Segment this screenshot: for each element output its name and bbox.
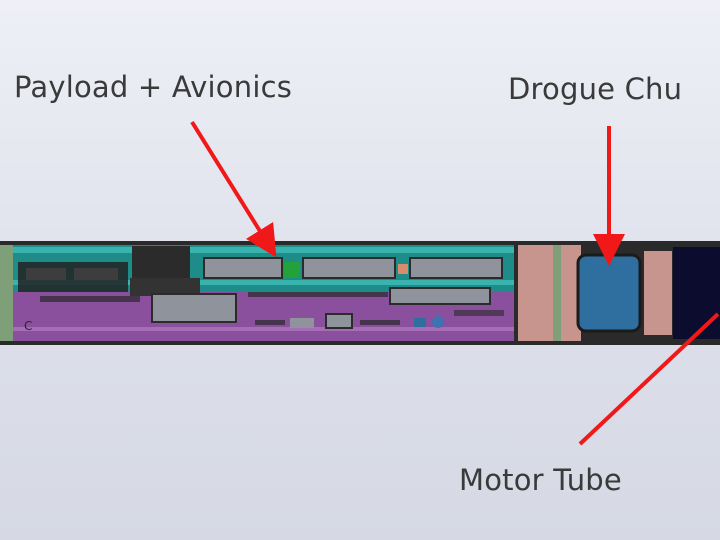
bulkhead-green [553, 245, 561, 341]
drogue-chute-label: Drogue Chu [508, 72, 683, 106]
coupler-section [518, 245, 556, 341]
status-led [284, 262, 300, 278]
avionics-sled [203, 257, 283, 279]
payload-module [325, 313, 353, 329]
payload-module [389, 287, 491, 305]
motor-tube-label: Motor Tube [459, 463, 622, 497]
wiring [248, 292, 388, 297]
purple-rail [13, 327, 515, 331]
connector [398, 264, 408, 274]
wiring [255, 320, 285, 325]
electronics-board [26, 268, 66, 280]
payload-module [290, 318, 314, 328]
coupler-section [642, 249, 674, 337]
teal-rail-lower [13, 280, 515, 285]
drogue-chute-canister [576, 253, 642, 333]
electronics-board [130, 278, 200, 296]
sensor [432, 316, 444, 328]
motor-arrow [578, 312, 720, 446]
sensor [414, 318, 426, 327]
wiring [360, 320, 400, 325]
electronics-board [74, 268, 118, 280]
avionics-sled [302, 257, 396, 279]
bay-marker: C [24, 319, 32, 333]
motor-tube [673, 247, 720, 339]
avionics-sled [409, 257, 503, 279]
teal-rail [13, 247, 515, 253]
payload-avionics-bay: C [13, 245, 515, 341]
coupler-section [561, 245, 581, 341]
payload-avionics-label: Payload + Avionics [14, 70, 293, 104]
wiring [454, 310, 504, 316]
wiring [40, 296, 140, 302]
forward-bulkhead [0, 245, 13, 341]
payload-module [151, 293, 237, 323]
payload-arrow [190, 120, 277, 258]
bay-separator [514, 245, 518, 341]
